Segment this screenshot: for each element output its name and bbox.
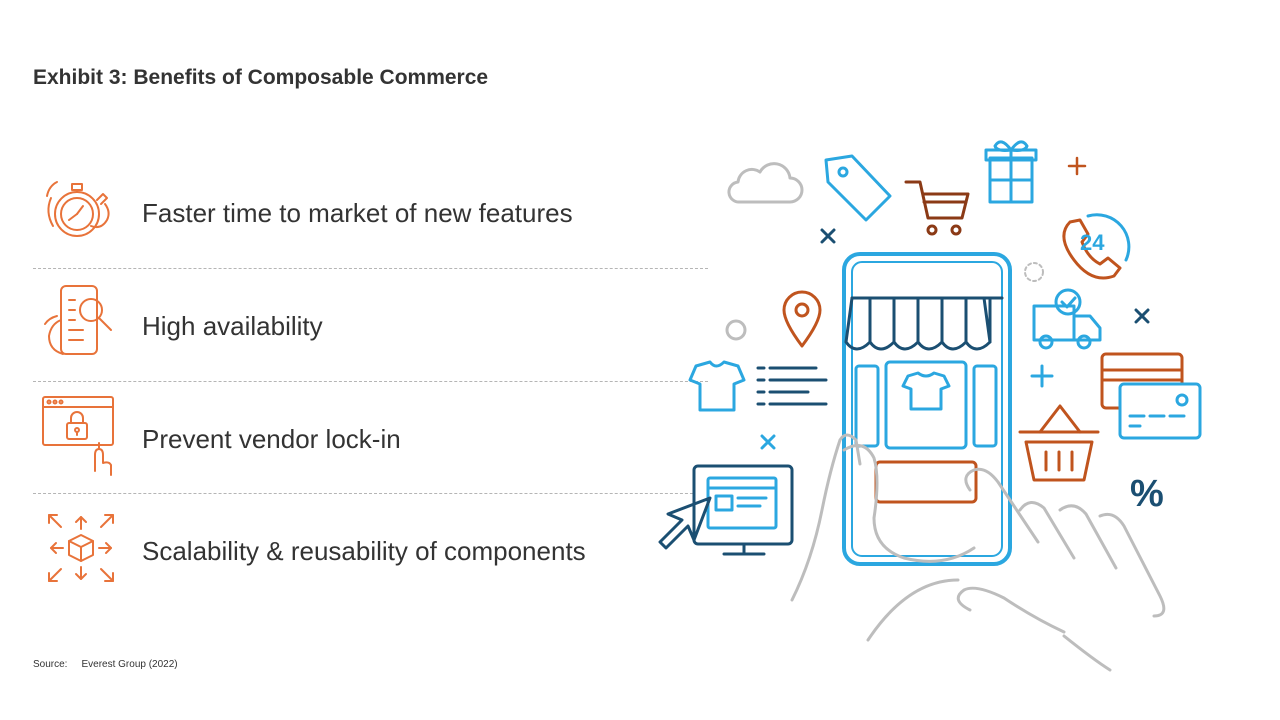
cursor-icon xyxy=(658,496,712,550)
benefit-prevent-vendor-lock-in: Prevent vendor lock-in xyxy=(33,383,708,495)
divider xyxy=(33,493,708,494)
store-awning xyxy=(844,296,1004,351)
list-lines-icon xyxy=(756,366,828,406)
percent-sign: % xyxy=(1130,473,1164,515)
sparkle-icon xyxy=(760,364,1054,450)
benefit-faster-time-to-market: Faster time to market of new features xyxy=(33,158,708,270)
delivery-truck-icon xyxy=(1032,288,1102,350)
pointing-hand-outline xyxy=(956,467,1166,672)
gift-icon xyxy=(984,140,1038,204)
phone-magnifier-icon xyxy=(39,280,123,364)
box-arrows-icon xyxy=(39,505,123,589)
divider xyxy=(33,381,708,382)
sparkle-icon xyxy=(820,228,1150,324)
holding-hand-outline xyxy=(790,433,976,642)
credit-card-icon xyxy=(1118,382,1202,440)
cloud-icon xyxy=(727,162,804,204)
sparkle-icon xyxy=(1067,156,1087,176)
source-note: Source: Everest Group (2022) xyxy=(33,659,178,670)
page-title: Exhibit 3: Benefits of Composable Commer… xyxy=(33,66,489,89)
credit-card-icon xyxy=(1100,352,1184,410)
dot-circle xyxy=(1024,262,1044,282)
benefit-high-availability: High availability xyxy=(33,270,708,382)
benefit-label: Scalability & reusability of components xyxy=(142,536,586,566)
source-value: Everest Group (2022) xyxy=(81,659,178,670)
benefit-label: Faster time to market of new features xyxy=(142,198,573,228)
support-24h-icon xyxy=(1062,213,1131,280)
shopping-cart-icon xyxy=(904,180,970,236)
mobile-commerce-illustration: 24 xyxy=(640,130,1250,690)
tshirt-icon xyxy=(901,371,951,411)
dot-circle xyxy=(725,319,747,341)
benefit-label: Prevent vendor lock-in xyxy=(142,424,401,454)
store-window xyxy=(854,360,998,450)
benefit-label: High availability xyxy=(142,311,323,341)
badge-24-text: 24 xyxy=(1080,230,1105,255)
divider xyxy=(33,268,708,269)
tshirt-icon xyxy=(688,360,746,412)
price-tag-icon xyxy=(824,154,892,222)
stopwatch-hand-icon xyxy=(39,168,123,252)
store-door xyxy=(874,460,978,504)
browser-lock-icon xyxy=(39,393,123,477)
benefit-scalability-reusability: Scalability & reusability of components xyxy=(33,495,708,607)
location-pin-icon xyxy=(782,290,822,348)
shopping-basket-icon xyxy=(1018,404,1100,482)
phone-storefront xyxy=(842,252,1012,566)
source-label: Source: xyxy=(33,659,68,670)
